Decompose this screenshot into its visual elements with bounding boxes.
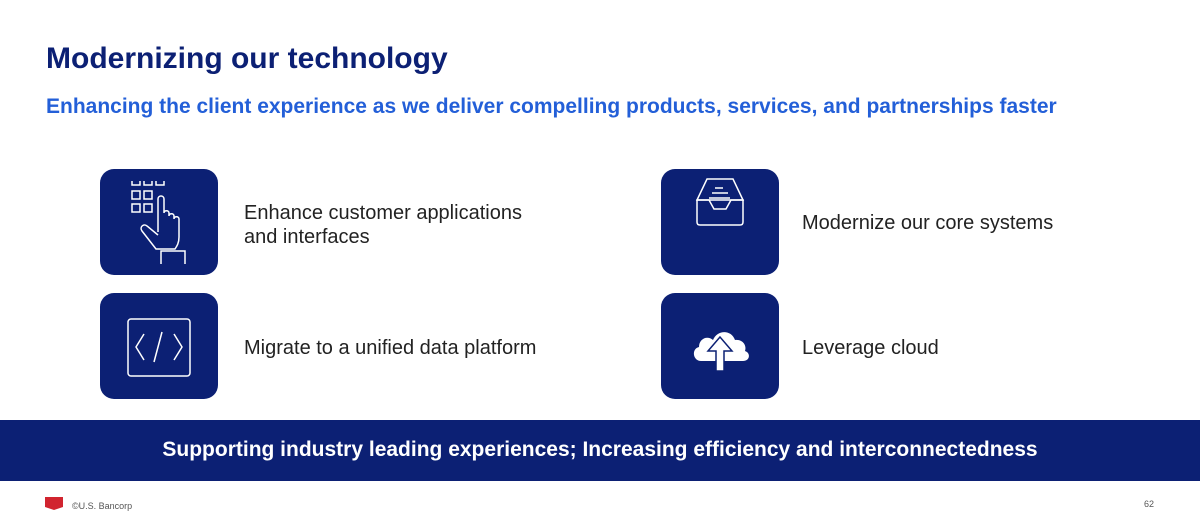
item-leverage-cloud: Leverage cloud bbox=[802, 337, 939, 359]
item-label-line1: Enhance customer applications bbox=[244, 202, 522, 224]
file-tray-icon bbox=[661, 169, 779, 275]
usbank-logo-icon bbox=[45, 497, 63, 510]
touch-keypad-icon bbox=[100, 169, 218, 275]
item-enhance-apps: Enhance customer applications and interf… bbox=[244, 201, 522, 249]
page-number: 62 bbox=[1143, 499, 1154, 509]
banner-text: Supporting industry leading experiences;… bbox=[162, 438, 1038, 461]
copyright: ©U.S. Bancorp bbox=[72, 501, 133, 511]
item-label-line2: and interfaces bbox=[244, 226, 370, 248]
page-title: Modernizing our technology bbox=[46, 42, 448, 75]
cloud-upload-icon bbox=[661, 293, 779, 399]
summary-banner: Supporting industry leading experiences;… bbox=[0, 420, 1200, 481]
page-subtitle: Enhancing the client experience as we de… bbox=[46, 95, 1057, 118]
item-unified-data: Migrate to a unified data platform bbox=[244, 337, 537, 359]
item-modernize-core: Modernize our core systems bbox=[802, 212, 1054, 234]
code-icon bbox=[100, 293, 218, 399]
